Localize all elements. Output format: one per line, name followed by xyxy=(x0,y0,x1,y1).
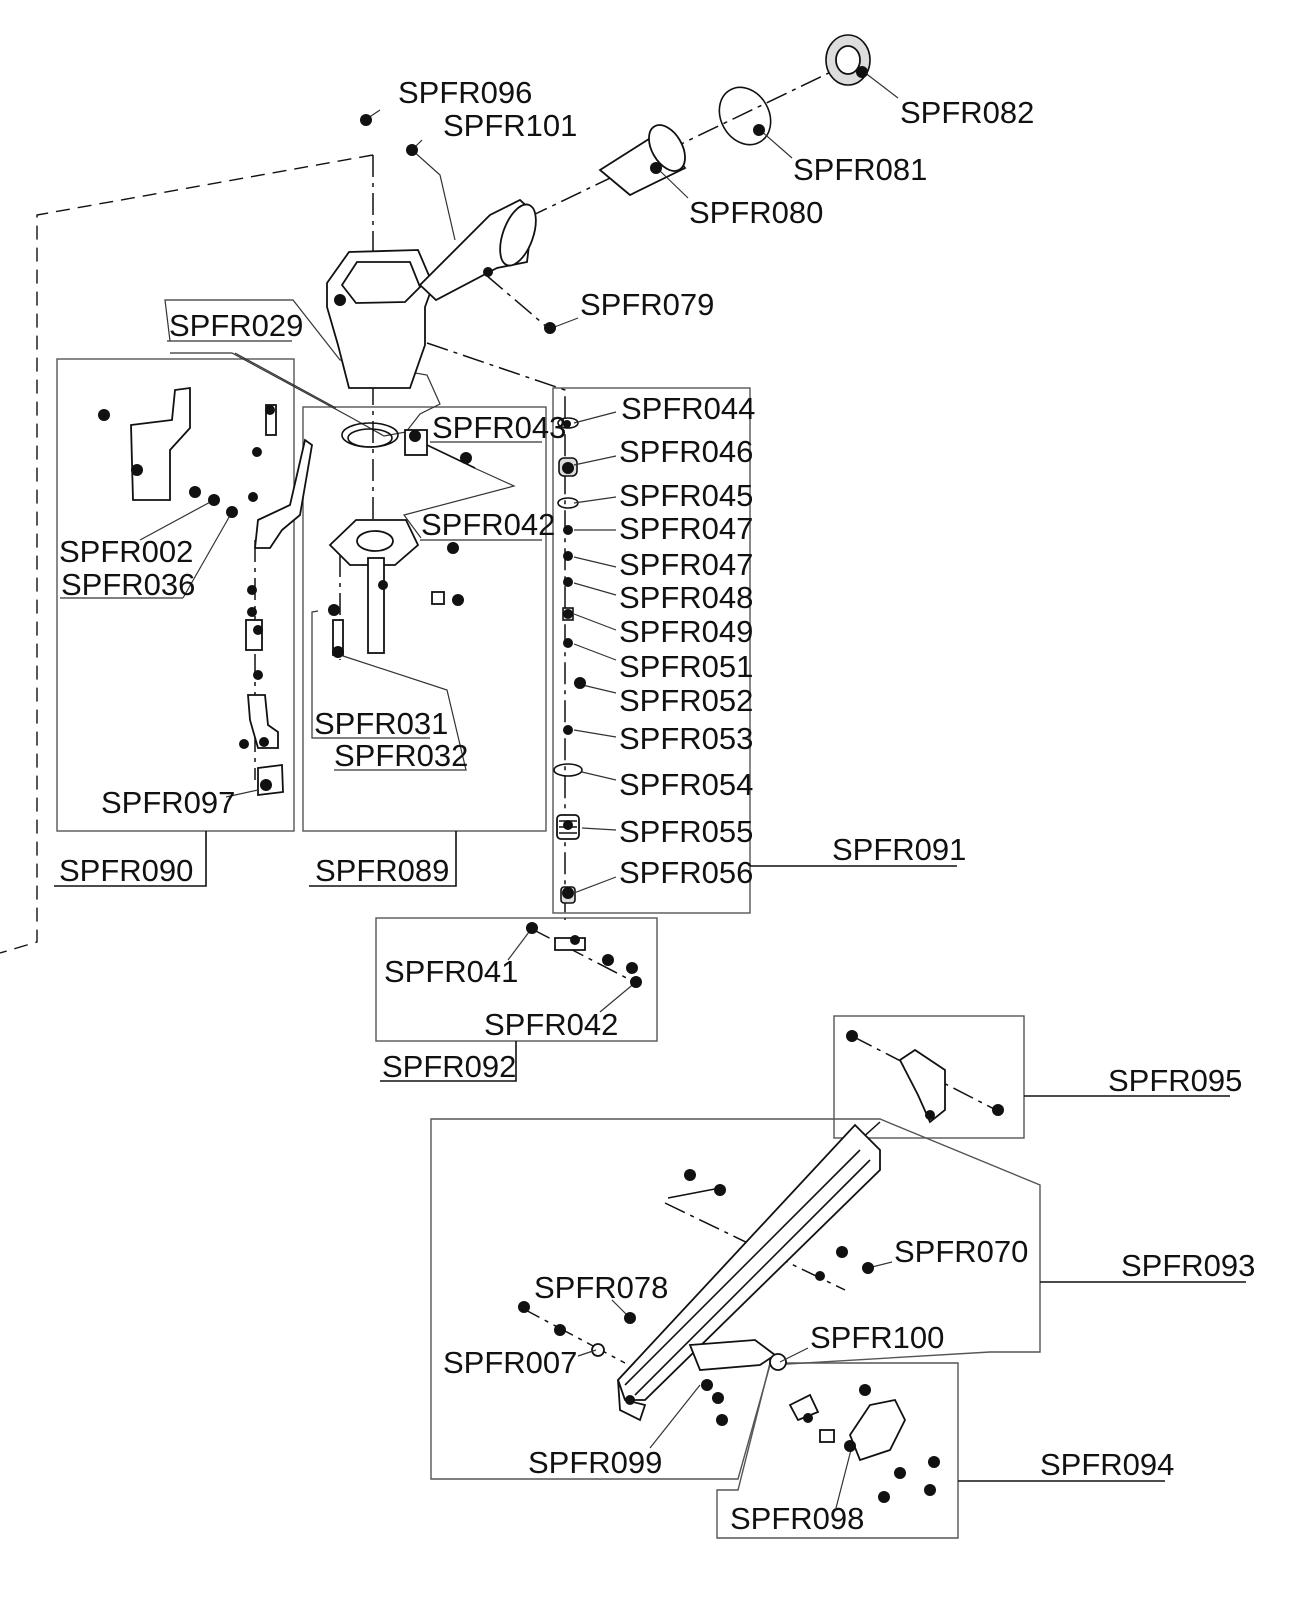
part-labels: SPFR096 SPFR101 SPFR082 SPFR081 SPFR080 … xyxy=(59,75,1255,1536)
label-spfr047-a: SPFR047 xyxy=(619,511,753,546)
label-spfr002: SPFR002 xyxy=(59,534,193,569)
group-box-spfr094 xyxy=(716,1362,1165,1539)
group-box-spfr093 xyxy=(430,1118,1246,1480)
callout-markers xyxy=(98,66,1004,1503)
group-box-spfr089 xyxy=(302,406,547,887)
part-drawings xyxy=(130,34,946,1462)
label-spfr044: SPFR044 xyxy=(621,391,755,426)
label-spfr099: SPFR099 xyxy=(528,1445,662,1480)
callout-leader-lines xyxy=(60,71,899,1509)
label-spfr048: SPFR048 xyxy=(619,580,753,615)
label-spfr091: SPFR091 xyxy=(832,832,966,867)
label-spfr046: SPFR046 xyxy=(619,434,753,469)
label-spfr041: SPFR041 xyxy=(384,954,518,989)
group-box-spfr095 xyxy=(833,1015,1230,1139)
label-spfr094: SPFR094 xyxy=(1040,1447,1174,1482)
label-spfr089: SPFR089 xyxy=(315,853,449,888)
label-spfr043: SPFR043 xyxy=(432,410,566,445)
group-box-spfr091 xyxy=(552,387,957,914)
label-spfr047-b: SPFR047 xyxy=(619,547,753,582)
label-spfr007: SPFR007 xyxy=(443,1345,577,1380)
label-spfr095: SPFR095 xyxy=(1108,1063,1242,1098)
label-spfr031: SPFR031 xyxy=(314,706,448,741)
label-spfr092: SPFR092 xyxy=(382,1049,516,1084)
label-spfr036: SPFR036 xyxy=(61,567,195,602)
label-spfr090: SPFR090 xyxy=(59,853,193,888)
label-spfr080: SPFR080 xyxy=(689,195,823,230)
label-spfr098: SPFR098 xyxy=(730,1501,864,1536)
label-spfr055: SPFR055 xyxy=(619,814,753,849)
label-spfr082: SPFR082 xyxy=(900,95,1034,130)
label-spfr032: SPFR032 xyxy=(334,738,468,773)
label-spfr053: SPFR053 xyxy=(619,721,753,756)
label-spfr070: SPFR070 xyxy=(894,1234,1028,1269)
label-spfr052: SPFR052 xyxy=(619,683,753,718)
label-spfr078: SPFR078 xyxy=(534,1270,668,1305)
label-spfr029: SPFR029 xyxy=(169,308,303,343)
label-spfr045: SPFR045 xyxy=(619,478,753,513)
label-spfr056: SPFR056 xyxy=(619,855,753,890)
label-spfr081: SPFR081 xyxy=(793,152,927,187)
label-spfr079: SPFR079 xyxy=(580,287,714,322)
label-spfr096: SPFR096 xyxy=(398,75,532,110)
label-spfr042-upper: SPFR042 xyxy=(421,507,555,542)
assembly-axis-lines xyxy=(0,57,1001,1364)
label-spfr100: SPFR100 xyxy=(810,1320,944,1355)
label-spfr097: SPFR097 xyxy=(101,785,235,820)
label-spfr101: SPFR101 xyxy=(443,108,577,143)
label-spfr051: SPFR051 xyxy=(619,649,753,684)
group-box-spfr092 xyxy=(375,917,658,1082)
group-outline-spfr029 xyxy=(164,299,441,437)
label-spfr093: SPFR093 xyxy=(1121,1248,1255,1283)
label-spfr054: SPFR054 xyxy=(619,767,753,802)
label-spfr049: SPFR049 xyxy=(619,614,753,649)
group-box-spfr090 xyxy=(54,358,295,887)
group-outline-spfr042-upper xyxy=(402,465,516,539)
label-spfr042-lower: SPFR042 xyxy=(484,1007,618,1042)
